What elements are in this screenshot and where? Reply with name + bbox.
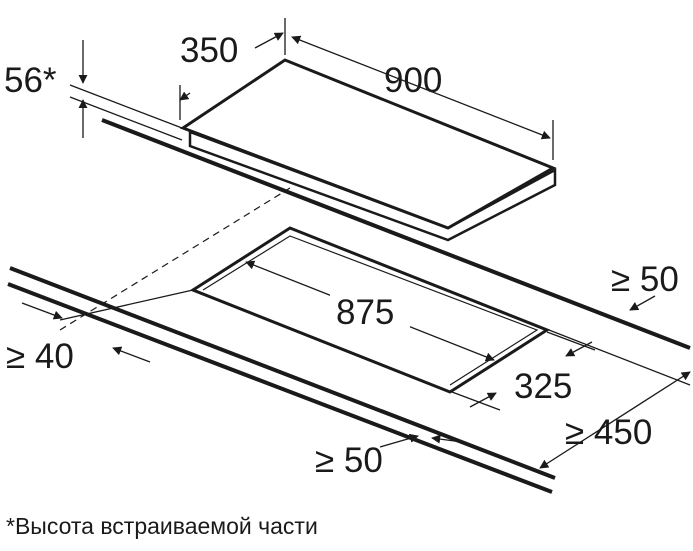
front-clearance-dimension: [379, 433, 463, 448]
cutout-depth-dimension: [451, 331, 596, 411]
built-in-height-dimension: [69, 40, 183, 141]
cutout-width-label: 875: [336, 293, 394, 332]
worktop-front-edge: [7, 266, 556, 494]
cutout-depth-label: 325: [514, 367, 572, 406]
right-clearance-label: ≥ 450: [565, 413, 652, 452]
hob-width-dimension: [291, 35, 554, 160]
hob-unit: [179, 58, 557, 242]
built-in-height-label: 56*: [4, 61, 57, 100]
side-clearance-label: ≥ 40: [6, 337, 74, 376]
right-clearance-dimension: [539, 371, 691, 469]
footnote: *Высота встраиваемой части: [6, 513, 318, 539]
alignment-dashed-line: [59, 187, 291, 331]
worktop-rear-edge: [101, 118, 691, 350]
hob-depth-dimension: [179, 18, 286, 120]
cutout-width-label-bg: [330, 292, 410, 332]
hob-depth-label: 350: [180, 31, 238, 70]
hob-width-label: 900: [384, 61, 442, 100]
front-clearance-label: ≥ 50: [315, 441, 383, 480]
rear-clearance-label: ≥ 50: [611, 260, 679, 299]
side-clearance-dimension: [21, 289, 194, 363]
